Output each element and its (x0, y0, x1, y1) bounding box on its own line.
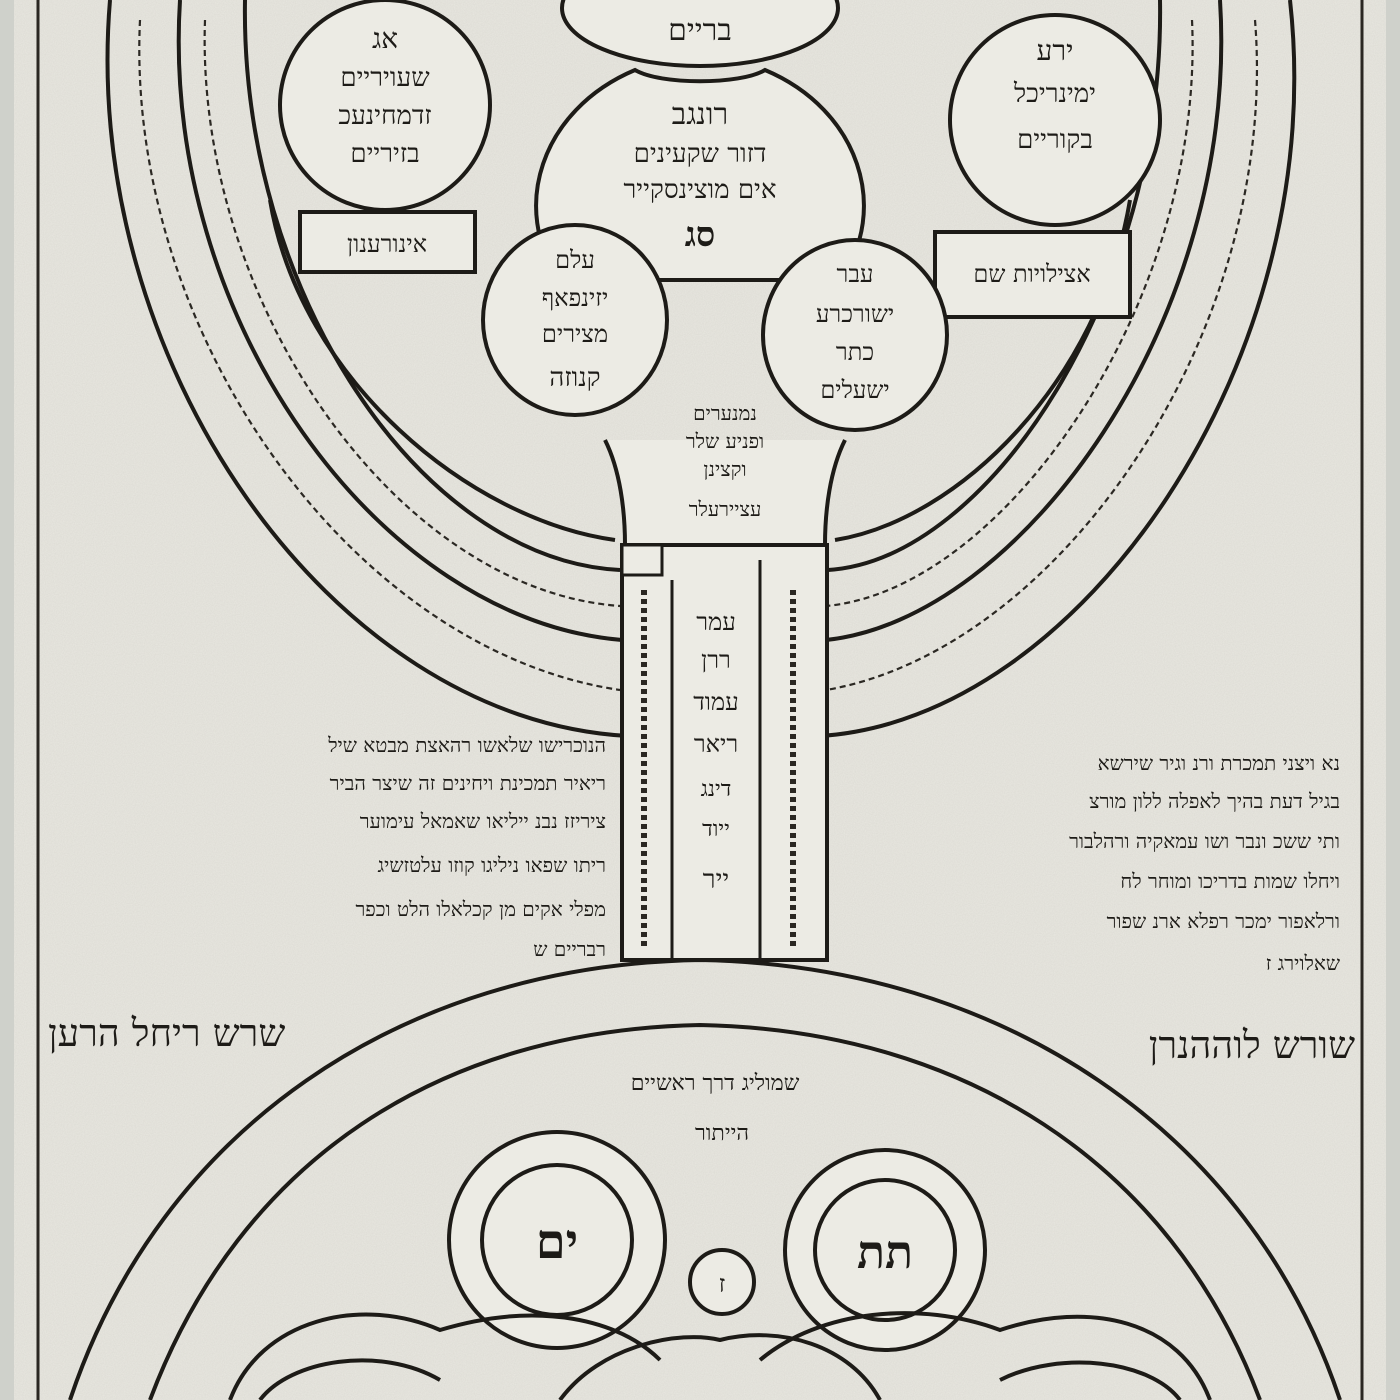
right-lower-circle-line-2: כתר (836, 338, 874, 366)
center-circle-heading: רונגב (672, 97, 729, 132)
center-circle-line-2: אים מוצינסקייר (624, 175, 777, 205)
trunk-column-line-7: ייר (703, 865, 729, 895)
trunk: עמר ררן עמוד ריאר דינג ייוד ייר (620, 543, 829, 962)
lower-left-circle-text: ים (536, 1214, 579, 1270)
left-upper-circle-line-2: זדמחינעכ (338, 101, 431, 131)
lower-center-small-circle-text: ז (719, 1270, 726, 1298)
trunk-column-line-2: ררן (701, 646, 731, 674)
lower-center-small-circle: ז (688, 1248, 756, 1316)
left-label-box-text: אינורענון (347, 230, 427, 258)
bottom-arc-center (558, 1333, 882, 1400)
left-lower-circle-heading: עלם (555, 246, 595, 274)
lower-tree-arcs (68, 957, 1342, 1400)
bottom-arc-right (758, 1311, 1212, 1400)
right-upper-circle-heading: ירע (1037, 34, 1074, 67)
ring-script-left-middle (203, 19, 621, 608)
center-circle-line-3: סג (685, 215, 716, 255)
trunk-column-line-6: ייוד (702, 817, 730, 842)
side-text-right-line-3: ותי ששכ ונבר ושו עמאקיה ורהלבור (1069, 829, 1340, 853)
trunk-top-line-4: עציירעלר (689, 497, 762, 521)
trunk-top-line-2: ופניע שלר (686, 429, 764, 453)
side-text-left-line-2: ריאיר תמכינת ויחינים זה שיצר הביר (330, 771, 606, 795)
caption-left: שרש ריחל הרען (48, 1011, 285, 1055)
right-lower-circle: עבר ישורכרע כתר ישעלים (761, 238, 949, 432)
trunk-column-line-1: עמר (696, 608, 736, 636)
lower-outer-arc (68, 957, 1342, 1400)
side-text-right: נא ויצני תמכרת ורנ וגיר שירשא בגיל דעת ב… (1069, 751, 1340, 975)
lower-arc-heading-line-2: הייתור (695, 1121, 749, 1146)
right-lower-circle-line-3: ישעלים (820, 376, 889, 404)
side-text-right-line-6: שאלוירג ז (1266, 951, 1340, 975)
left-lower-circle-line-3: קנוזה (549, 363, 600, 393)
right-upper-circle: ירע ימינריכל בקוריים (948, 13, 1162, 227)
side-text-right-line-2: בגיל דעת בהיך לאפלה ללון מורצ (1089, 789, 1340, 813)
bottom-arc-left (228, 1312, 662, 1400)
bottom-arc-left-inner (258, 1358, 442, 1400)
trunk-top-line-1: נמנערים (693, 401, 757, 425)
side-text-right-line-1: נא ויצני תמכרת ורנ וגיר שירשא (1098, 751, 1340, 775)
right-label-box: אצילויות שם (933, 230, 1132, 319)
ring-script-right-outer (825, 19, 1258, 692)
side-text-left-line-5: מפלי אקים מן קכלאלו הלט וכפר (355, 897, 606, 921)
bottom-arc-right-inner (999, 1360, 1182, 1400)
trunk-top-line-3: וקצינן (703, 457, 746, 481)
top-circle: בריים (560, 0, 840, 68)
left-upper-circle-line-3: בזיריים (350, 139, 419, 169)
bottom-row-arcs (228, 1311, 1212, 1400)
left-upper-circle-heading: אג (372, 22, 398, 55)
right-upper-circle-line-1: ימינריכל (1013, 79, 1096, 109)
upper-middle-ring-left (176, 0, 623, 642)
side-text-left: הנוכרישו שלאשו רהאצת מבטא שיל ריאיר תמכי… (327, 733, 606, 961)
side-text-left-line-4: ריתו שפאו ניליגו קוזו עלטזשיג (378, 853, 607, 877)
side-text-left-line-1: הנוכרישו שלאשו רהאצת מבטא שיל (327, 733, 606, 757)
side-text-right-line-5: ורלאפור ימכר רפלא ארנ שפור (1107, 909, 1340, 933)
right-lower-circle-heading: עבר (837, 260, 874, 288)
ring-script-decoration (138, 19, 1258, 692)
center-circle: רונגב דזור שקעינים אים מוצינסקייר סג (534, 67, 866, 282)
right-lower-circle-line-1: ישורכרע (816, 300, 894, 328)
upper-inner-ring-left (242, 0, 621, 572)
upper-middle-ring-right (825, 0, 1224, 642)
trunk-column-line-5: דינג (701, 777, 732, 802)
left-upper-circle-line-1: שעויריים (340, 63, 430, 93)
center-circle-line-1: דזור שקעינים (634, 139, 767, 169)
trunk-neck: נמנערים ופניע שלר וקצינן עציירעלר (603, 401, 847, 547)
lower-arc-heading-line-1: שמוליג דרך ראשיים (631, 1071, 800, 1096)
side-text-right-line-4: ויחלו שמות בדריכו ומוחר לח (1120, 869, 1340, 893)
lower-arc-heading: שמוליג דרך ראשיים הייתור (631, 1071, 800, 1146)
side-text-left-line-3: ציריזז נבנ ייליאו שאמאל עימוער (360, 809, 606, 833)
ring-script-left-outer (138, 19, 621, 692)
trunk-column-line-3: עמוד (693, 688, 739, 716)
right-label-box-text: אצילויות שם (973, 260, 1090, 288)
upper-outer-ring-left (105, 0, 629, 738)
lower-right-circle: תת (783, 1148, 987, 1352)
upper-outer-ring-right (819, 0, 1297, 738)
caption-right: שורש לוההנרן (1149, 1023, 1355, 1067)
lower-left-circle: ים (447, 1130, 667, 1350)
right-upper-circle-line-2: בקוריים (1017, 125, 1093, 155)
left-label-box: אינורענון (298, 210, 477, 274)
top-circle-text: בריים (668, 13, 732, 48)
left-lower-circle: עלם יזינפאף מצירים קנוזה (481, 223, 669, 417)
left-lower-circle-line-1: יזינפאף (542, 284, 609, 312)
lower-right-circle-text: תת (857, 1225, 913, 1279)
upper-innermost-ring-left (268, 199, 616, 542)
lower-inner-arc (148, 1022, 1262, 1400)
left-lower-circle-line-2: מצירים (542, 320, 608, 348)
left-upper-circle: אג שעויריים זדמחינעכ בזיריים (278, 0, 492, 212)
side-text-left-line-6: רבריים ש (533, 937, 606, 961)
trunk-column-line-4: ריאר (694, 730, 738, 758)
ring-script-right-middle (825, 19, 1194, 608)
